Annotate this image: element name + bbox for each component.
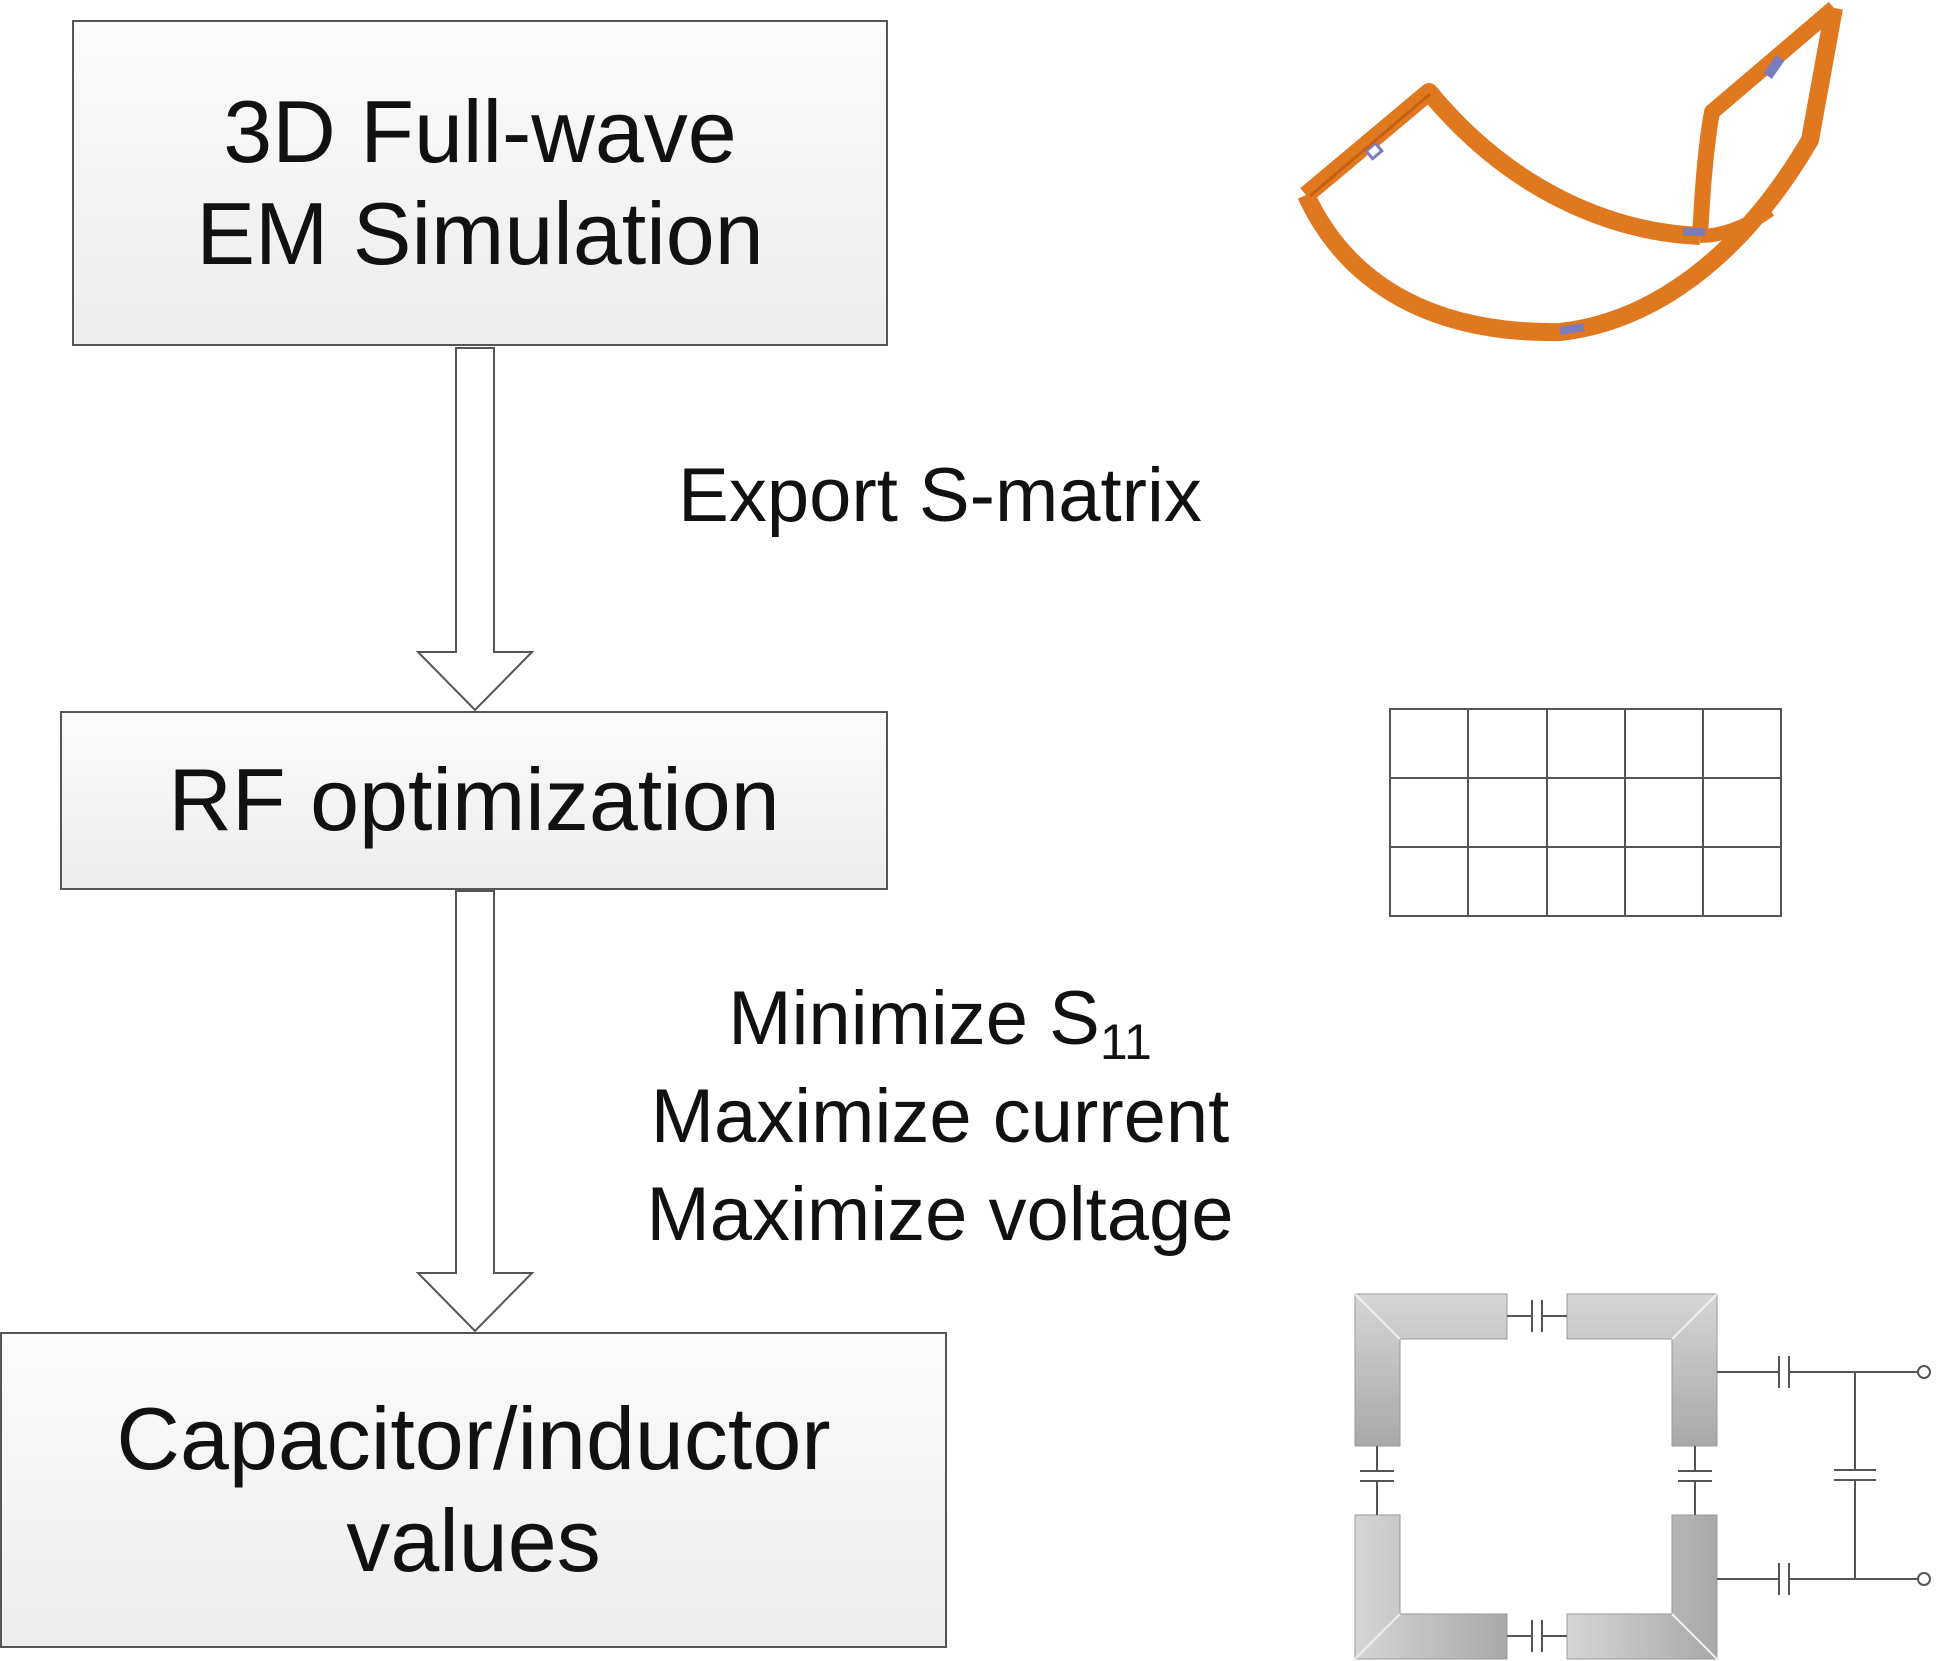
bent-coil-icon bbox=[1297, 1, 1843, 342]
objective-maximize-voltage: Maximize voltage bbox=[646, 1172, 1234, 1258]
step-component-values-line1: Capacitor/inductor bbox=[116, 1388, 831, 1488]
s-matrix-grid-icon bbox=[1389, 708, 1782, 917]
transition-export-label: Export S-matrix bbox=[678, 453, 1202, 538]
objective-minimize-s11: Minimize S11 bbox=[560, 970, 1320, 1068]
flow-arrow-1 bbox=[415, 347, 535, 712]
flow-arrow-2 bbox=[415, 890, 535, 1333]
objective-minimize-s11-sub: 11 bbox=[1099, 1014, 1152, 1070]
step-em-simulation-line1: 3D Full-wave bbox=[223, 81, 737, 181]
step-rf-optimization-label: RF optimization bbox=[168, 750, 780, 850]
step-rf-optimization-box: RF optimization bbox=[60, 711, 888, 890]
objective-maximize-current: Maximize current bbox=[650, 1074, 1230, 1160]
step-component-values-line2: values bbox=[346, 1491, 601, 1590]
objective-minimize-s11-main: Minimize S bbox=[728, 976, 1100, 1061]
transition-objectives-label: Minimize S11 Maximize current Maximize v… bbox=[560, 970, 1320, 1264]
step-em-simulation-box: 3D Full-wave EM Simulation bbox=[72, 20, 888, 346]
coil-circuit-icon bbox=[1354, 1293, 1931, 1660]
step-em-simulation-line2: EM Simulation bbox=[196, 184, 764, 283]
step-component-values-box: Capacitor/inductor values bbox=[0, 1332, 947, 1648]
